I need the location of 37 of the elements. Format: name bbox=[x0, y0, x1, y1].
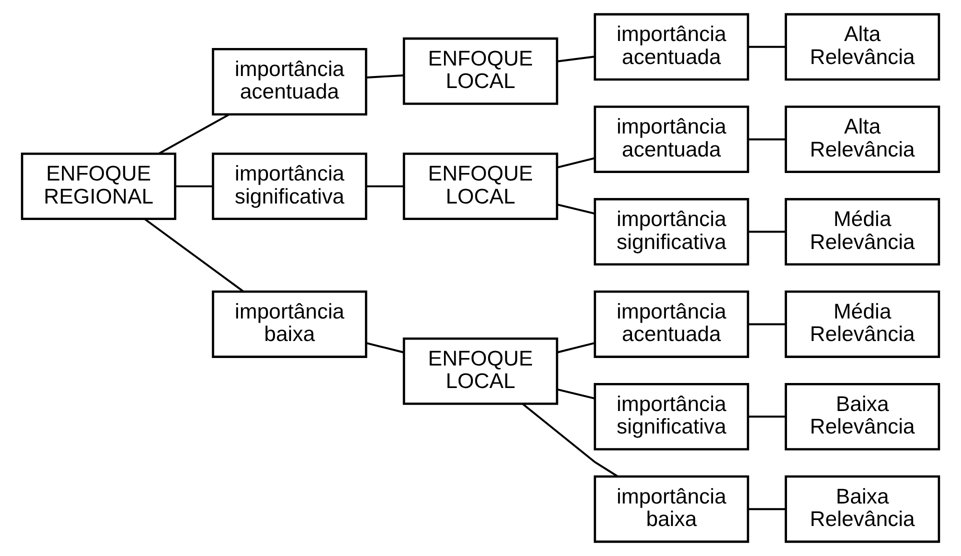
node-box: importância significativa bbox=[212, 152, 368, 220]
connector bbox=[748, 416, 786, 418]
connector bbox=[557, 56, 595, 62]
node-box: ENFOQUE LOCAL bbox=[402, 337, 558, 405]
node-box: ENFOQUE LOCAL bbox=[402, 37, 558, 105]
connector bbox=[144, 218, 244, 292]
connector bbox=[748, 138, 786, 140]
node-box: importância baixa bbox=[212, 290, 368, 358]
connector bbox=[175, 185, 213, 188]
connector bbox=[366, 342, 404, 354]
node-box: importância acentuada bbox=[212, 48, 368, 116]
connector bbox=[748, 508, 786, 510]
connector bbox=[557, 342, 595, 354]
connector bbox=[158, 114, 230, 154]
node-box: Baixa Relevância bbox=[784, 382, 940, 450]
node-box: importância significativa bbox=[594, 198, 750, 266]
connector bbox=[522, 403, 618, 478]
node-box: Baixa Relevância bbox=[784, 475, 940, 543]
node-box: ENFOQUE LOCAL bbox=[402, 152, 558, 220]
connector bbox=[557, 157, 595, 168]
connector bbox=[748, 46, 786, 48]
connector bbox=[557, 388, 595, 400]
connector bbox=[748, 323, 786, 326]
node-box: Média Relevância bbox=[784, 198, 940, 266]
node-box: importância acentuada bbox=[594, 106, 750, 174]
node-box: importância significativa bbox=[594, 382, 750, 450]
node-box: ENFOQUE REGIONAL bbox=[20, 152, 176, 220]
connector bbox=[366, 74, 404, 78]
node-box: importância acentuada bbox=[594, 13, 750, 81]
connector bbox=[557, 204, 595, 214]
connector bbox=[366, 185, 404, 188]
connector bbox=[748, 230, 786, 233]
node-box: importância baixa bbox=[594, 475, 750, 543]
node-box: importância acentuada bbox=[594, 290, 750, 358]
node-box: Alta Relevância bbox=[784, 106, 940, 174]
node-box: Alta Relevância bbox=[784, 13, 940, 81]
node-box: Média Relevância bbox=[784, 290, 940, 358]
